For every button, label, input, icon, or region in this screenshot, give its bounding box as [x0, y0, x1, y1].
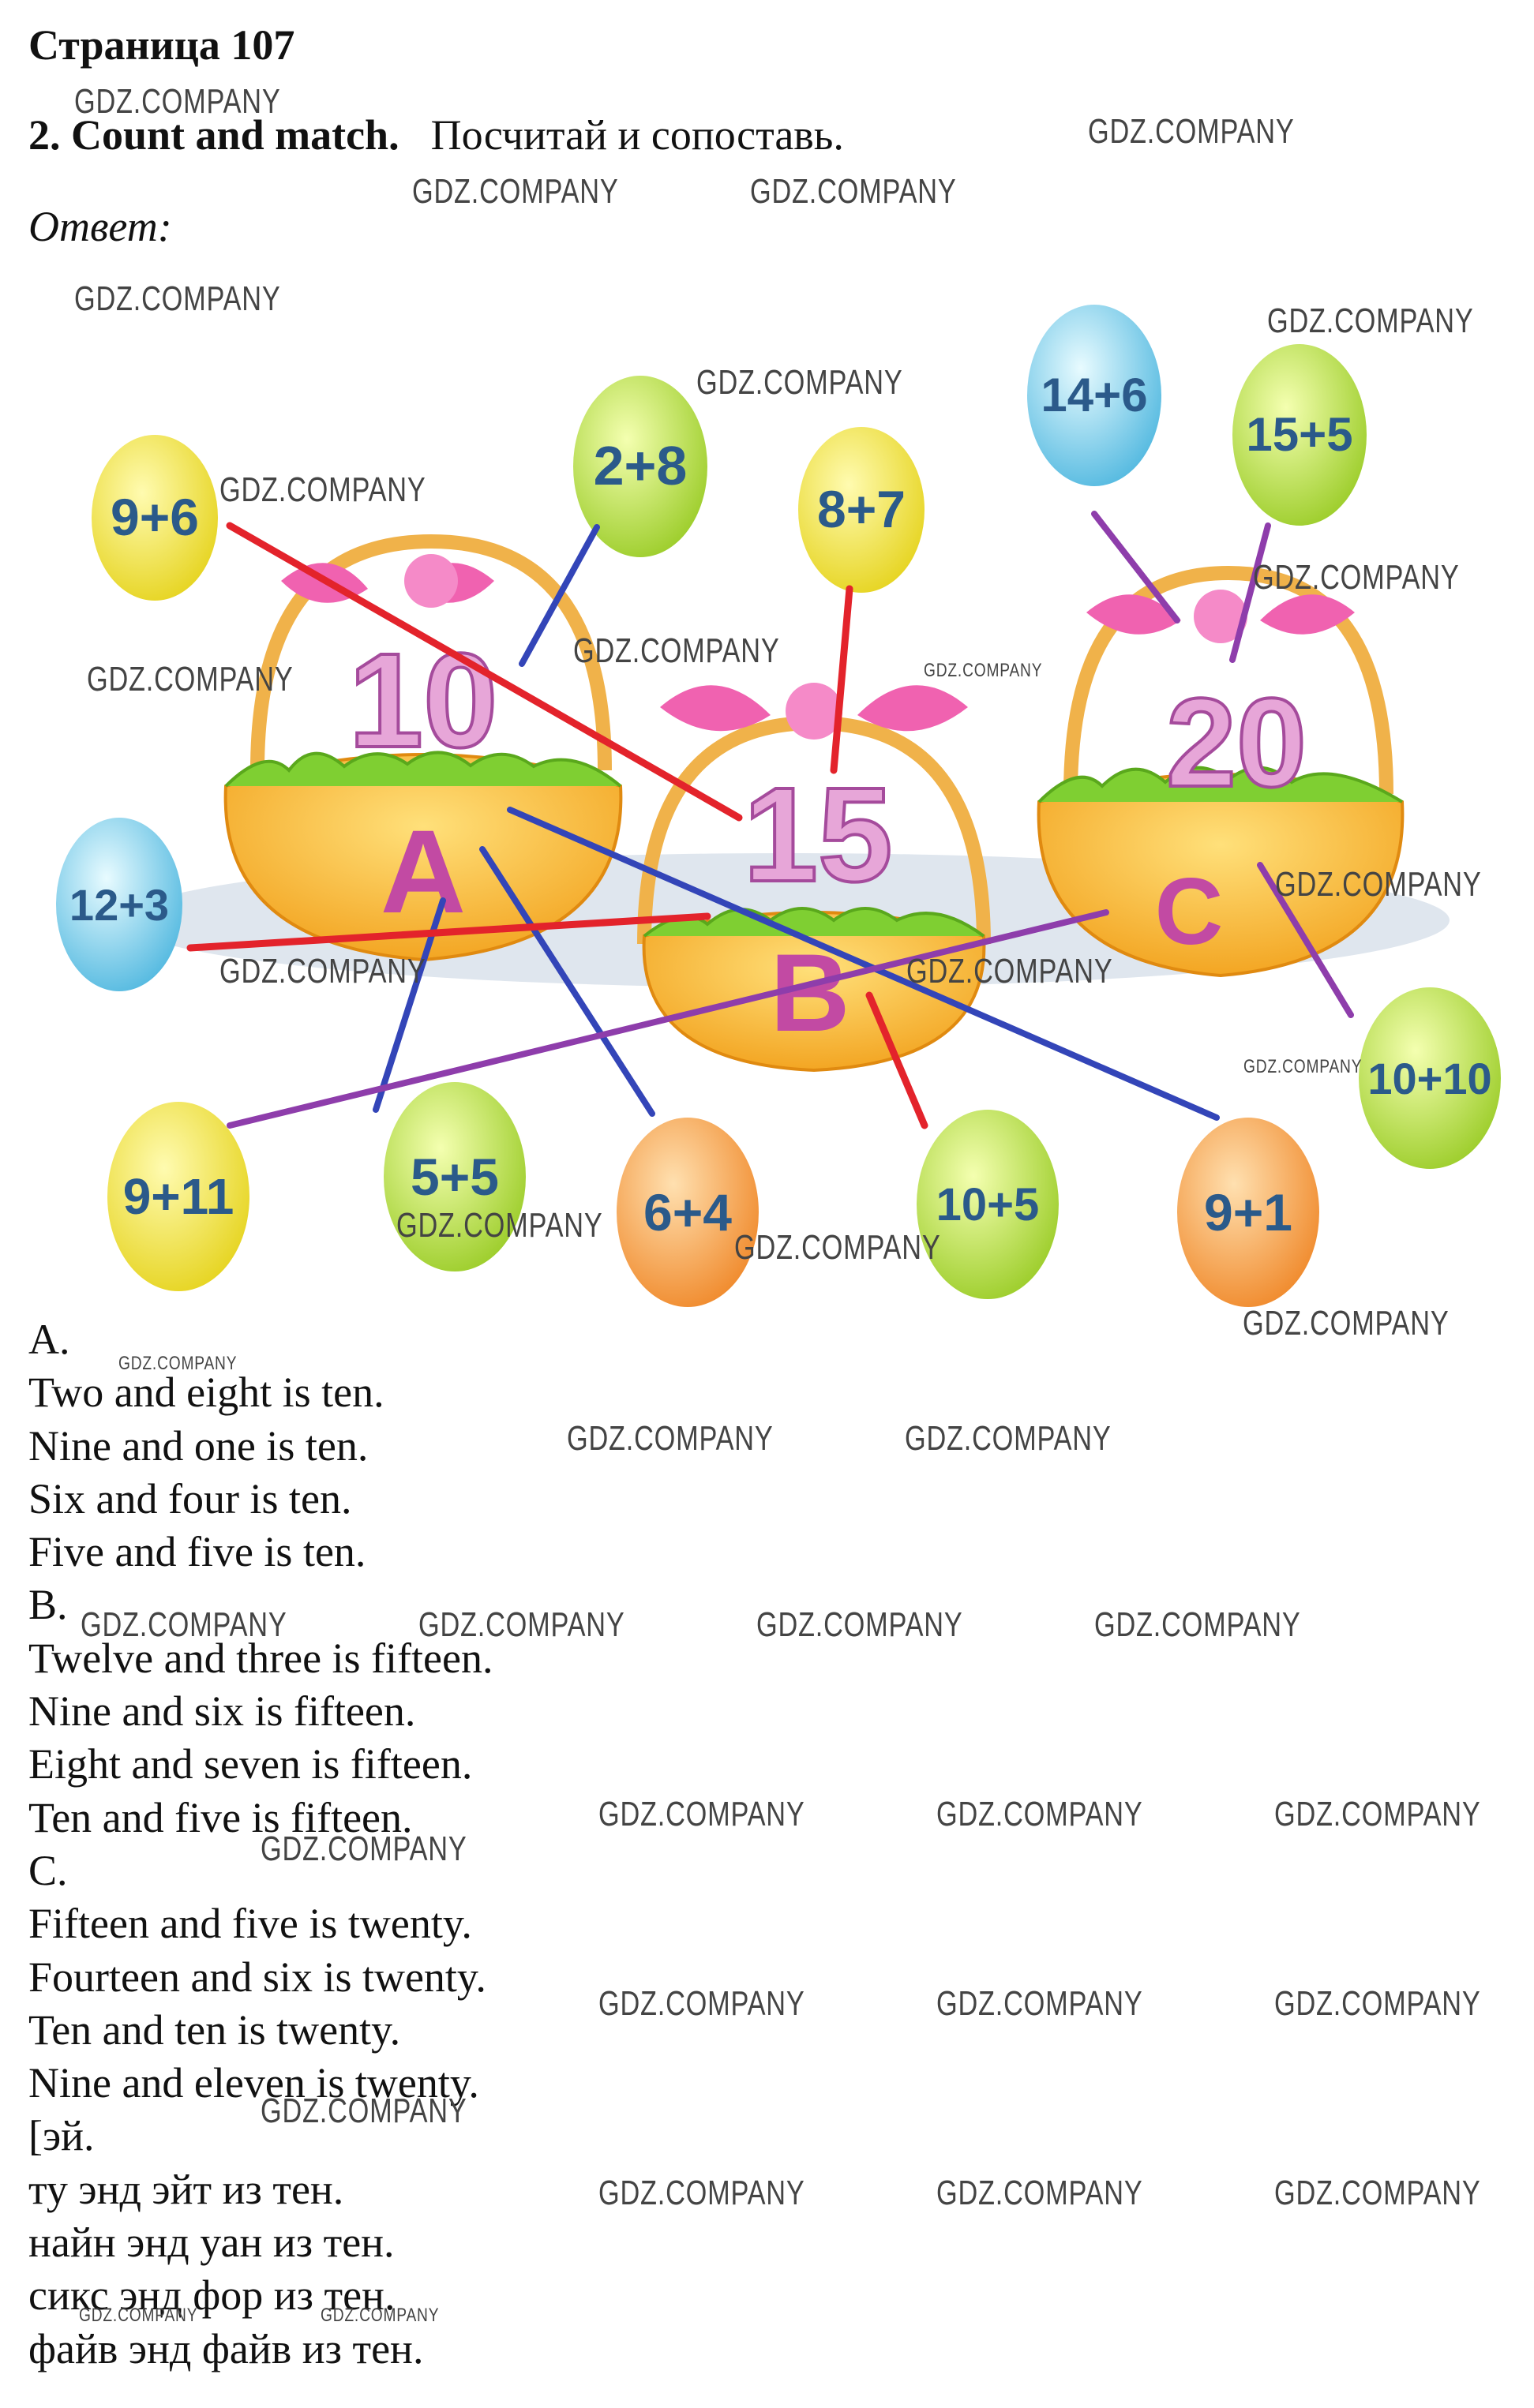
basket-a-letter: A [381, 805, 466, 938]
egg-2-8: 2+8 [573, 376, 707, 557]
line-10-10-to-c [1257, 862, 1354, 1018]
line-9-1-to-a [507, 807, 1220, 1121]
basket-a: 10 A [223, 534, 623, 962]
answer-line: Twelve and three is fifteen. [28, 1634, 493, 1682]
answer-line: Six and four is ten. [28, 1474, 352, 1522]
task-heading: 2. Count and match. Посчитай и сопоставь. [28, 110, 844, 159]
egg-15-5-label: 15+5 [1246, 408, 1352, 461]
line-6-4-to-a [479, 846, 655, 1117]
egg-10-10: 10+10 [1359, 987, 1501, 1169]
egg-6-4-label: 6+4 [643, 1183, 732, 1241]
egg-9-11-label: 9+11 [123, 1168, 234, 1225]
answer-line: файв энд файв из тен. [28, 2324, 424, 2372]
egg-8-7-label: 8+7 [817, 480, 906, 538]
egg-9-1-label: 9+1 [1204, 1183, 1292, 1241]
answer-line: Nine and one is ten. [28, 1421, 369, 1470]
egg-9-1: 9+1 [1177, 1118, 1319, 1307]
basket-b-number: 15 [743, 760, 892, 910]
basket-c: 20 C [1037, 565, 1405, 978]
egg-6-4: 6+4 [617, 1118, 759, 1307]
answer-line: ту энд эйт из тен. [28, 2165, 344, 2213]
answer-text-block: A. Two and eight is ten. Nine and one is… [28, 1313, 976, 2376]
watermark: GDZ.COMPANY [1094, 1605, 1301, 1644]
task-text-ru: Посчитай и сопоставь. [430, 111, 844, 159]
line-9-11-to-c [227, 909, 1109, 1129]
egg-9-11: 9+11 [107, 1102, 249, 1291]
answer-line: найн энд уан из тен. [28, 2219, 395, 2267]
answer-line: C. [28, 1846, 68, 1894]
line-8-7-to-b [830, 585, 853, 774]
answer-line: B. [28, 1581, 68, 1629]
line-12-3-to-b [186, 912, 711, 952]
egg-10-10-label: 10+10 [1367, 1054, 1491, 1103]
egg-15-5: 15+5 [1232, 344, 1367, 526]
answer-line: Nine and six is fifteen. [28, 1687, 416, 1736]
watermark: GDZ.COMPANY [1088, 112, 1295, 151]
answer-line: [эй. [28, 2112, 95, 2160]
answer-line: сикс энд фор из тен. [28, 2271, 396, 2320]
easter-baskets-illustration: 10 A 15 B 20 C 9+6 2+8 8+7 14+6 [56, 305, 1501, 1307]
answer-line: Ten and five is fifteen. [28, 1793, 413, 1841]
answer-line: Two and eight is ten. [28, 1369, 384, 1417]
basket-b: 15 B [637, 683, 991, 1073]
line-9-6-to-b [226, 522, 743, 822]
answer-line: Nine and eleven is twenty. [28, 2059, 479, 2107]
answer-line: Eight and seven is fifteen. [28, 1740, 473, 1788]
answer-line: Ten and ten is twenty. [28, 2005, 401, 2054]
egg-12-3: 12+3 [56, 818, 182, 991]
egg-5-5: 5+5 [384, 1082, 526, 1271]
answer-line: A. [28, 1316, 70, 1363]
line-10-5-to-b [865, 991, 928, 1129]
watermark: GDZ.COMPANY [1274, 1795, 1481, 1833]
egg-2-8-label: 2+8 [594, 435, 688, 496]
watermark: GDZ.COMPANY [412, 172, 619, 211]
watermark: GDZ.COMPANY [1274, 1984, 1481, 2023]
answer-line: Five and five is ten. [28, 1528, 366, 1576]
egg-5-5-label: 5+5 [411, 1148, 499, 1206]
line-15-5-to-c [1229, 522, 1271, 663]
line-2-8-to-a [519, 524, 600, 667]
basket-c-number: 20 [1166, 672, 1307, 813]
matching-lines [186, 511, 1354, 1129]
line-14-6-to-c [1091, 511, 1180, 624]
basket-a-number: 10 [348, 626, 497, 776]
egg-9-6-label: 9+6 [111, 488, 199, 546]
watermark: GDZ.COMPANY [1274, 2174, 1481, 2212]
egg-10-5: 10+5 [917, 1110, 1059, 1299]
egg-12-3-label: 12+3 [69, 880, 169, 930]
egg-10-5-label: 10+5 [936, 1179, 1040, 1230]
watermark: GDZ.COMPANY [1243, 1304, 1450, 1343]
page-title: Страница 107 [28, 21, 295, 69]
watermark: GDZ.COMPANY [750, 172, 957, 211]
egg-14-6-label: 14+6 [1041, 369, 1147, 421]
answer-line: Fourteen and six is twenty. [28, 1953, 486, 2001]
egg-14-6: 14+6 [1027, 305, 1161, 486]
answer-label: Ответ: [28, 203, 172, 250]
answer-line: Fifteen and five is twenty. [28, 1900, 472, 1948]
basket-c-letter: C [1155, 859, 1224, 964]
egg-8-7: 8+7 [798, 427, 925, 593]
egg-9-6: 9+6 [92, 435, 218, 601]
task-number-en: 2. Count and match. [28, 111, 399, 159]
